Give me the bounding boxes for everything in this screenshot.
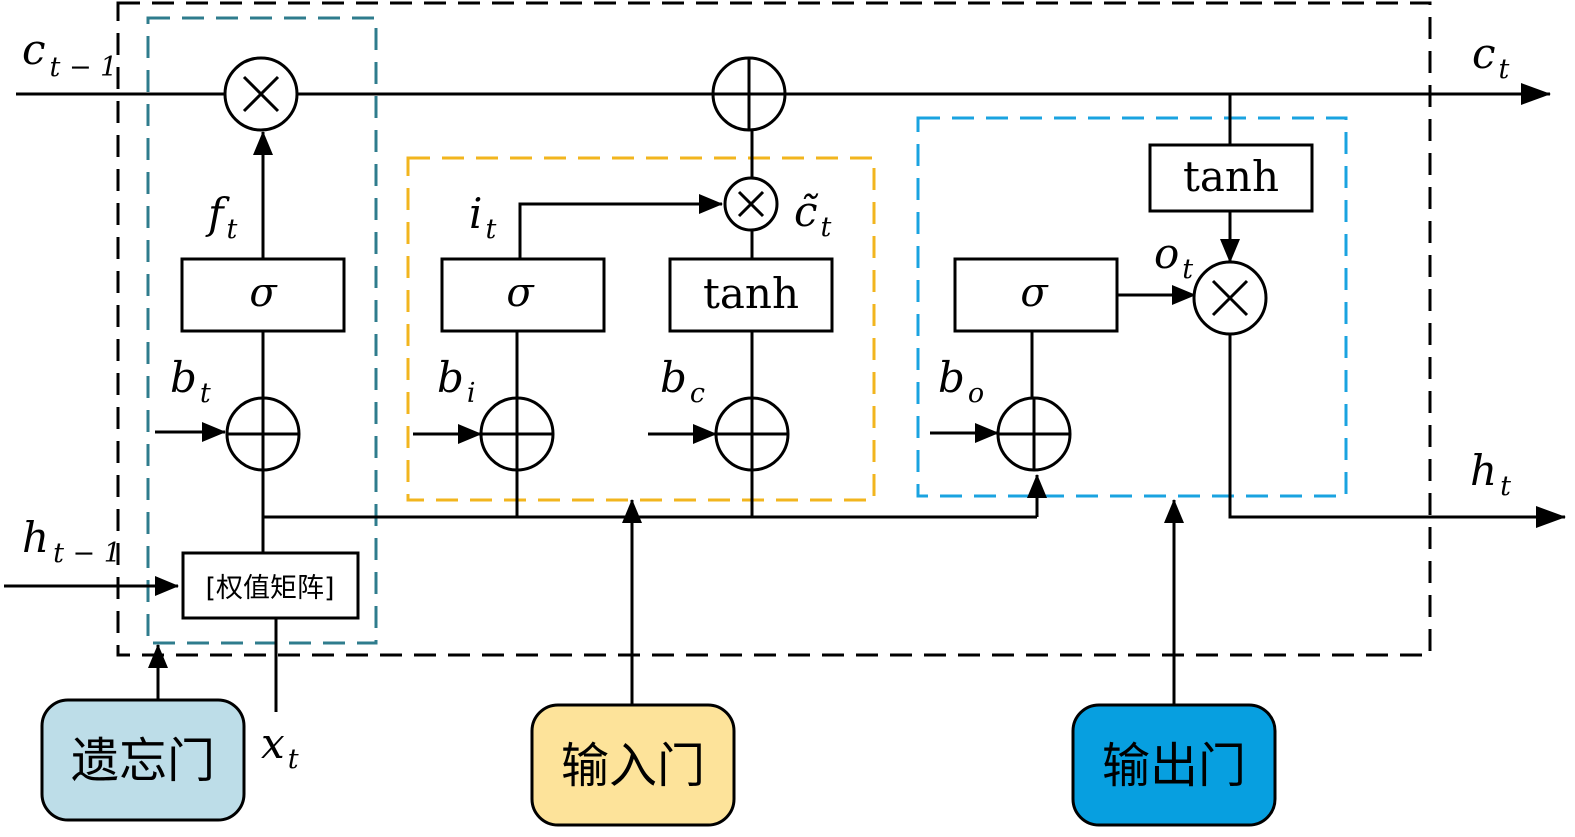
- weight-matrix-label: [权值矩阵]: [205, 573, 334, 604]
- input-add-op: [479, 396, 555, 472]
- output-gate-legend: 输出门: [1071, 703, 1277, 827]
- output-gate-label: 输出门: [1102, 738, 1246, 794]
- output-add-op: [996, 396, 1072, 472]
- weight-matrix-box: [权值矩阵]: [181, 551, 360, 620]
- candidate-multiply-op: [723, 176, 779, 232]
- c-tilde-label: c̃t: [794, 187, 832, 243]
- input-sigma-label: σ: [506, 270, 535, 316]
- cell-tanh-box: tanh: [1148, 143, 1314, 213]
- output-sigma-box: σ: [953, 257, 1119, 333]
- input-gate-legend: 输入门: [530, 703, 736, 827]
- lstm-cell-border: [116, 1, 1432, 657]
- cell-tanh-label: tanh: [1183, 152, 1279, 201]
- forget-multiply-op: [223, 56, 299, 132]
- forget-gate-legend: 遗忘门: [40, 698, 246, 822]
- forget-gate-region: [146, 16, 378, 645]
- output-multiply-op: [1192, 260, 1268, 336]
- it-to-mult-line: [518, 194, 723, 259]
- forget-sigma-box: σ: [180, 257, 346, 333]
- candidate-tanh-box: tanh: [668, 257, 834, 333]
- forget-sigma-label: σ: [249, 270, 278, 316]
- forget-gate-label: 遗忘门: [71, 733, 215, 789]
- candidate-tanh-label: tanh: [703, 269, 799, 318]
- output-sigma-label: σ: [1020, 270, 1049, 316]
- candidate-add-op: [714, 396, 790, 472]
- ht-output-line: [1228, 334, 1566, 528]
- input-sigma-box: σ: [440, 257, 606, 333]
- output-gate-region: [916, 116, 1348, 498]
- input-gate-label: 输入门: [561, 738, 705, 794]
- cell-add-op: [711, 56, 787, 132]
- forget-add-op: [225, 396, 301, 472]
